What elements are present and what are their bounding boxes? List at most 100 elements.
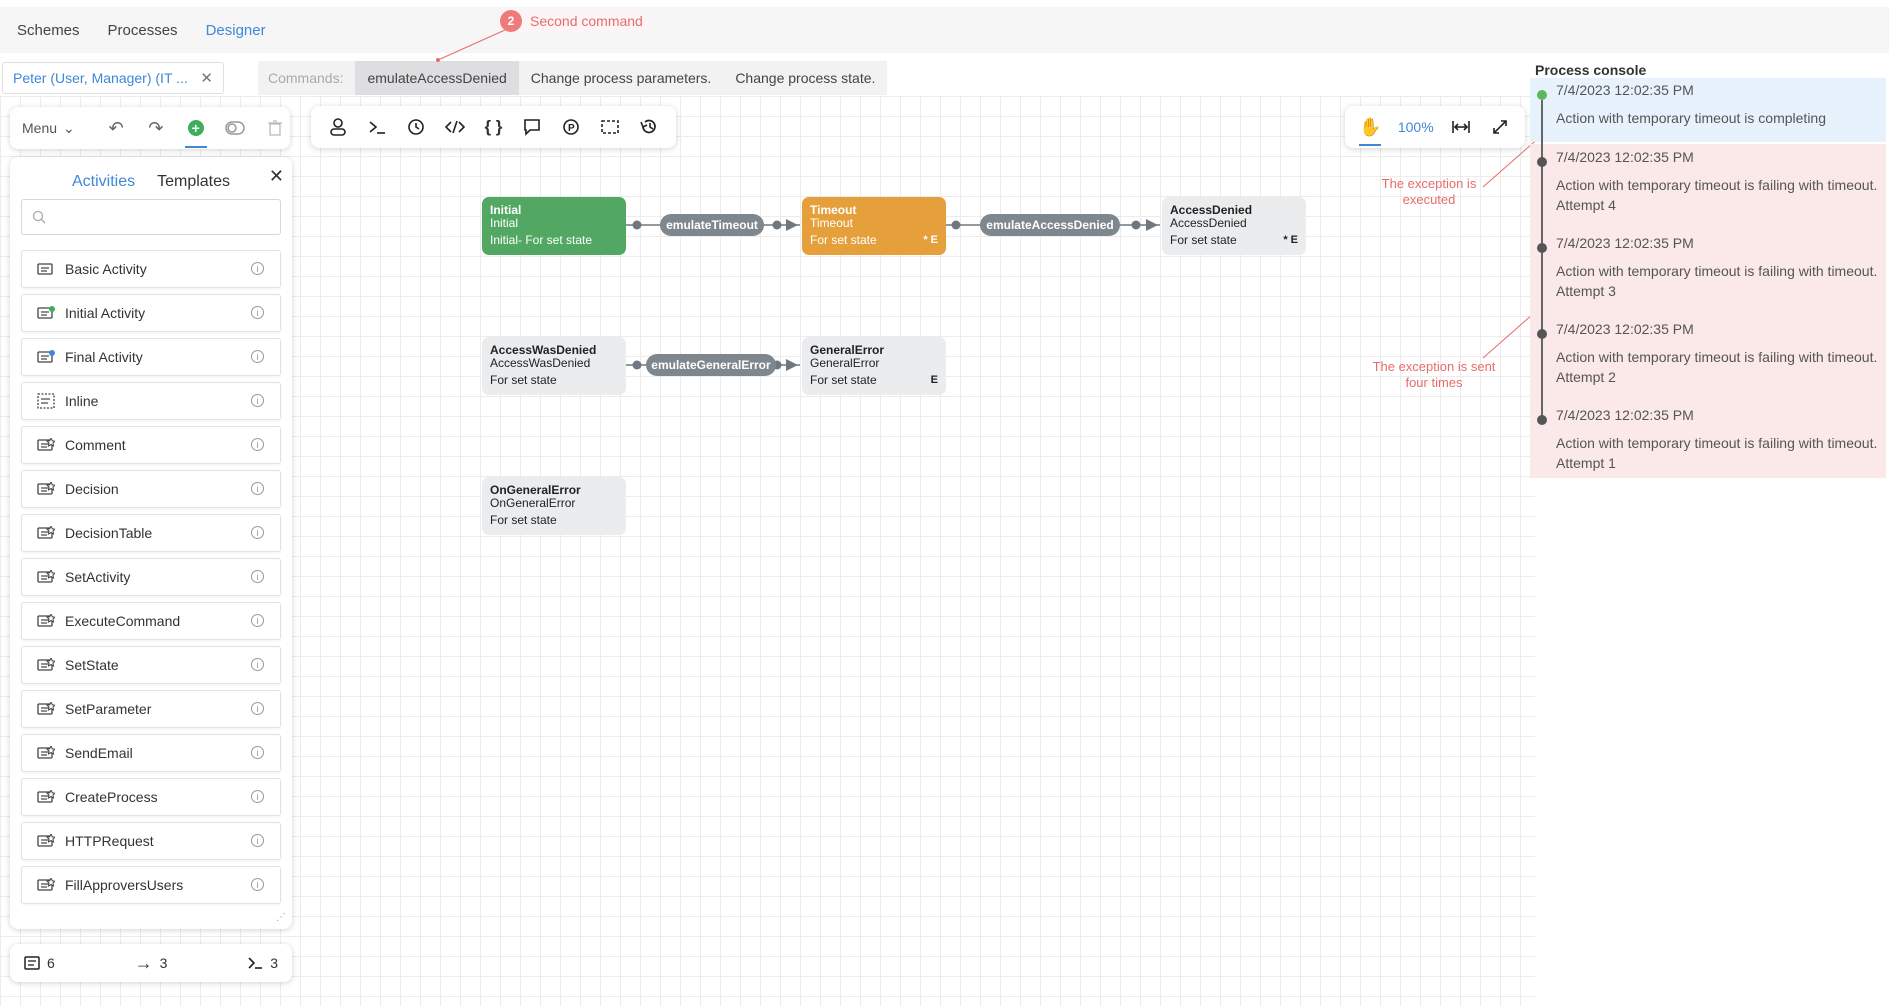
nav-designer[interactable]: Designer [205,21,266,39]
menu-dropdown[interactable]: Menu ⌄ [22,120,91,137]
activity-node-on-general-error[interactable]: OnGeneralError OnGeneralError For set st… [482,477,626,535]
hand-icon[interactable]: ✋ [1355,112,1385,146]
activity-node-access-denied[interactable]: AccessDenied AccessDenied For set state … [1162,197,1306,255]
search-icon [32,210,46,224]
activity-item[interactable]: Inline i [21,382,281,420]
fit-width-icon[interactable] [1446,112,1476,142]
activity-node-timeout[interactable]: Timeout Timeout For set state * E [802,197,946,255]
node-type: For set state [490,373,557,387]
scheme-stats: 6 → 3 3 [10,944,292,982]
fullscreen-icon[interactable] [1485,112,1515,142]
node-marker: * E [923,234,938,246]
user-icon[interactable] [323,112,353,142]
zoom-level[interactable]: 100% [1397,119,1434,135]
info-icon[interactable]: i [251,526,264,539]
info-icon[interactable]: i [251,790,264,803]
activity-item-label: FillApproversUsers [65,877,184,893]
info-icon[interactable]: i [251,306,264,319]
redo-icon[interactable]: ↷ [148,117,164,138]
status-fail-dot [1537,415,1547,425]
info-icon[interactable]: i [251,482,264,495]
chevron-down-icon: ⌄ [63,119,75,136]
svg-text:P: P [568,123,575,134]
nav-schemes[interactable]: Schemes [17,21,80,39]
console-timeline [1541,100,1543,420]
panel-tabs: Activities Templates [10,167,292,197]
tools-toolbar: { } P [311,106,676,148]
info-icon[interactable]: i [251,394,264,407]
command-change-state[interactable]: Change process state. [735,70,876,86]
selection-icon[interactable] [595,112,625,142]
tab-templates[interactable]: Templates [157,173,231,190]
node-marker: E [930,374,938,386]
commands-bar: Commands: emulateAccessDenied Change pro… [258,61,888,95]
activity-item-label: Comment [65,437,126,453]
info-icon[interactable]: i [251,658,264,671]
activity-type-icon [37,658,57,672]
info-icon[interactable]: i [251,262,264,275]
close-icon[interactable]: ✕ [200,70,213,87]
toggle-icon[interactable] [221,113,251,143]
activity-item[interactable]: FillApproversUsers i [21,866,281,904]
activity-type-icon [37,262,57,276]
activity-type-icon [37,878,57,892]
arrow-right-icon: → [134,952,153,973]
callout-text: Second command [530,13,643,29]
activity-type-icon [37,438,57,452]
activity-type-icon [37,393,57,409]
command-emulate-access-denied[interactable]: emulateAccessDenied [355,61,519,95]
clock-icon[interactable] [401,112,431,142]
stat-commands: 3 [247,955,278,971]
parameter-icon[interactable]: P [556,112,586,142]
transition-emulate-timeout[interactable]: emulateTimeout [660,214,764,236]
activity-node-access-was-denied[interactable]: AccessWasDenied AccessWasDenied For set … [482,337,626,395]
transition-emulate-access-denied[interactable]: emulateAccessDenied [980,214,1120,236]
node-state: OnGeneralError [490,496,576,510]
info-icon[interactable]: i [251,614,264,627]
activity-item[interactable]: Comment i [21,426,281,464]
transition-emulate-general-error[interactable]: emulateGeneralError [646,354,776,376]
info-icon[interactable]: i [251,438,264,451]
info-icon[interactable]: i [251,834,264,847]
node-state: Timeout [810,216,853,230]
resize-handle-icon[interactable]: ⋰ [276,912,286,923]
info-icon[interactable]: i [251,878,264,891]
info-icon[interactable]: i [251,570,264,583]
terminal-icon[interactable] [362,112,392,142]
activity-type-icon [37,746,57,760]
activity-node-general-error[interactable]: GeneralError GeneralError For set state … [802,337,946,395]
history-icon[interactable] [634,112,664,142]
command-change-parameters[interactable]: Change process parameters. [530,70,712,86]
commands-count: 3 [270,955,278,971]
add-icon[interactable]: + [181,113,211,148]
node-state: Initial [490,216,519,230]
trash-icon[interactable] [260,113,290,143]
undo-icon[interactable]: ↶ [108,117,124,138]
code-icon[interactable] [440,112,470,142]
comment-icon[interactable] [517,112,547,142]
tab-activities[interactable]: Activities [71,173,136,190]
nav-processes[interactable]: Processes [107,21,178,39]
info-icon[interactable]: i [251,702,264,715]
braces-icon[interactable]: { } [484,117,503,136]
user-chip[interactable]: Peter (User, Manager) (IT ... ✕ [2,62,224,94]
close-icon[interactable]: ✕ [268,166,284,186]
info-icon[interactable]: i [251,350,264,363]
activity-node-initial[interactable]: Initial Initial Initial- For set state [482,197,626,255]
activity-item-label: Inline [65,393,99,409]
activity-search[interactable] [21,199,281,235]
info-icon[interactable]: i [251,746,264,759]
